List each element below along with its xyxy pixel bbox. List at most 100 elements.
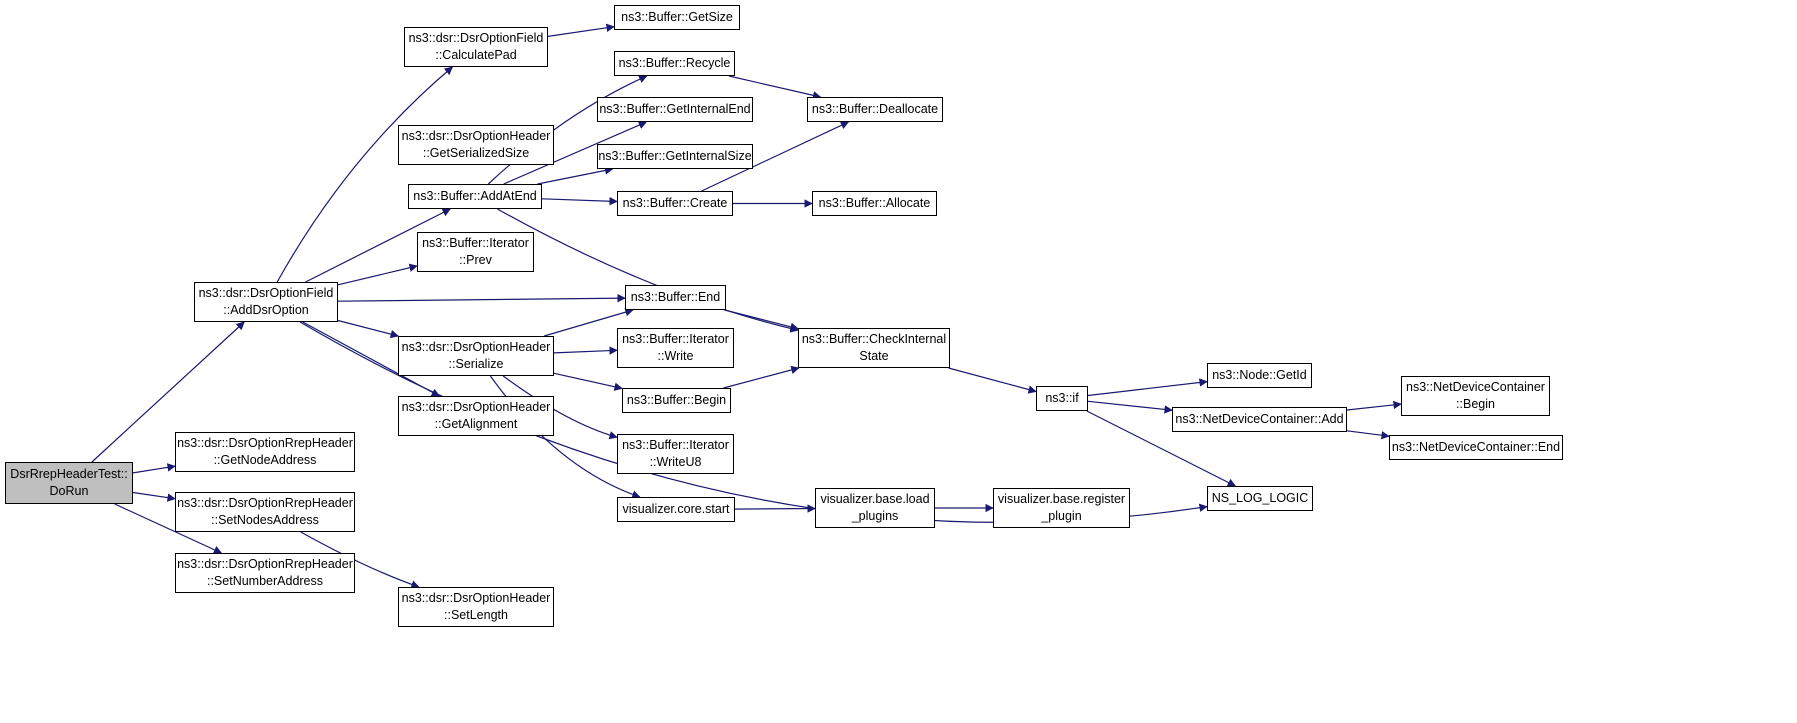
node-iter-write[interactable]: ns3::Buffer::Iterator::Write (617, 328, 734, 368)
node-label-line: ns3::dsr::DsrOptionField (408, 31, 544, 45)
node-label-line: DoRun (49, 484, 89, 498)
node-root: DsrRrepHeaderTest::DoRun (5, 462, 133, 504)
node-label-line: ns3::Buffer::Allocate (818, 196, 931, 210)
edge-setNodesAddress-to-setLength (300, 531, 420, 589)
edge-addDsrOption-to-serialize (337, 319, 400, 339)
node-ndc-add[interactable]: ns3::NetDeviceContainer::Add (1172, 407, 1347, 432)
node-load-plugins[interactable]: visualizer.base.load _plugins (815, 488, 935, 528)
edge-addDsrOption-to-addAtEnd (305, 208, 451, 283)
node-label-line: ns3::Buffer::Iterator (422, 236, 529, 250)
edge-root-to-getNodeAddress (132, 463, 176, 474)
edge-nsif-to-nsLogLogic (1086, 410, 1237, 487)
node-ndc-begin[interactable]: ns3::NetDeviceContainer::Begin (1401, 376, 1550, 416)
edge-serialize-to-begin (553, 372, 623, 391)
edge-serialize-to-end (544, 308, 634, 337)
node-label-line: ::SetNodesAddress (211, 513, 319, 527)
edge-addDsrOption-to-iterPrev (337, 263, 418, 286)
node-label-line: ::GetSerializedSize (422, 146, 530, 160)
node-label-line: ns3::dsr::DsrOptionRrepHeader (177, 557, 353, 571)
node-get-internal-end[interactable]: ns3::Buffer::GetInternalEnd (597, 97, 753, 122)
node-label-line: ns3::Buffer::AddAtEnd (413, 189, 537, 203)
edge-ndcAdd-to-ndcBegin (1346, 400, 1402, 411)
node-label-line: ns3::Buffer::CheckInternal (801, 332, 947, 346)
node-add-dsr-option[interactable]: ns3::dsr::DsrOptionField::AddDsrOption (194, 282, 338, 322)
node-label-line: ::Prev (459, 253, 492, 267)
node-get-alignment[interactable]: ns3::dsr::DsrOptionHeader::GetAlignment (398, 396, 554, 436)
node-label-line: ns3::NetDeviceContainer::End (1391, 440, 1561, 454)
node-create[interactable]: ns3::Buffer::Create (617, 191, 733, 216)
node-serialize[interactable]: ns3::dsr::DsrOptionHeader::Serialize (398, 336, 554, 376)
node-end[interactable]: ns3::Buffer::End (625, 285, 726, 310)
node-label-line: visualizer.base.load (820, 492, 930, 506)
node-get-internal-size[interactable]: ns3::Buffer::GetInternalSize (597, 144, 753, 169)
node-recycle[interactable]: ns3::Buffer::Recycle (614, 51, 735, 76)
node-get-id[interactable]: ns3::Node::GetId (1207, 363, 1312, 388)
node-label-line: ns3::Buffer::Recycle (618, 56, 731, 70)
node-label-line: ::WriteU8 (649, 455, 702, 469)
node-label-line: ::Begin (1456, 397, 1495, 411)
node-get-serialized-size[interactable]: ns3::dsr::DsrOptionHeader::GetSerialized… (398, 125, 554, 165)
node-label-line: ns3::Buffer::Create (622, 196, 728, 210)
node-label-line: ns3::dsr::DsrOptionHeader (401, 129, 551, 143)
node-label-line: ::AddDsrOption (223, 303, 309, 317)
edge-begin-to-checkInternal (723, 365, 800, 389)
node-iter-prev[interactable]: ns3::Buffer::Iterator::Prev (417, 232, 534, 272)
edge-addAtEnd-to-checkInternal (497, 208, 799, 333)
node-label-line: ::GetAlignment (434, 417, 518, 431)
node-label-line: ns3::dsr::DsrOptionHeader (401, 340, 551, 354)
node-add-at-end[interactable]: ns3::Buffer::AddAtEnd (408, 184, 542, 209)
node-label-line: ::CalculatePad (435, 48, 517, 62)
node-iter-write-u8[interactable]: ns3::Buffer::Iterator::WriteU8 (617, 434, 734, 474)
node-label-line: ns3::Buffer::Deallocate (811, 102, 939, 116)
edge-calculatePad-to-getSize (547, 23, 615, 37)
edge-root-to-setNumberAddress (114, 503, 223, 554)
node-label-line: ::GetNodeAddress (213, 453, 317, 467)
node-allocate[interactable]: ns3::Buffer::Allocate (812, 191, 937, 216)
edge-nsif-to-ndcAdd (1087, 400, 1173, 414)
node-label-line: ns3::Buffer::GetSize (621, 10, 733, 24)
node-set-number-address[interactable]: ns3::dsr::DsrOptionRrepHeader::SetNumber… (175, 553, 355, 593)
node-get-size[interactable]: ns3::Buffer::GetSize (614, 5, 740, 30)
node-label-line: visualizer.base.register (997, 492, 1126, 506)
node-nsif[interactable]: ns3::if (1036, 386, 1088, 411)
node-label-line: _plugin (1041, 509, 1082, 523)
edge-recycle-to-deallocate (728, 75, 822, 100)
node-viz-start[interactable]: visualizer.core.start (617, 497, 735, 522)
node-begin[interactable]: ns3::Buffer::Begin (622, 388, 731, 413)
node-label-line: ns3::NetDeviceContainer (1406, 380, 1545, 394)
node-set-nodes-address[interactable]: ns3::dsr::DsrOptionRrepHeader::SetNodesA… (175, 492, 355, 532)
node-label-line: ns3::dsr::DsrOptionRrepHeader (177, 496, 353, 510)
node-label-line: _plugins (851, 509, 899, 523)
edge-vizStart-to-loadPlugins (734, 504, 816, 513)
edge-end-to-checkInternal (724, 309, 799, 331)
edge-serialize-to-iterWriteU8 (502, 375, 618, 440)
edge-checkInternal-to-nsif (948, 367, 1037, 394)
node-register-plugin[interactable]: visualizer.base.register _plugin (993, 488, 1130, 528)
edge-addAtEnd-to-recycle (487, 75, 648, 185)
node-label-line: State (859, 349, 889, 363)
node-label-line: ns3::dsr::DsrOptionHeader (401, 591, 551, 605)
node-get-node-address[interactable]: ns3::dsr::DsrOptionRrepHeader::GetNodeAd… (175, 432, 355, 472)
node-ns-log-logic[interactable]: NS_LOG_LOGIC (1207, 486, 1313, 511)
node-label-line: visualizer.core.start (622, 502, 730, 516)
node-label-line: ns3::dsr::DsrOptionRrepHeader (177, 436, 353, 450)
node-label-line: ns3::Buffer::End (630, 290, 721, 304)
node-set-length[interactable]: ns3::dsr::DsrOptionHeader::SetLength (398, 587, 554, 627)
node-deallocate[interactable]: ns3::Buffer::Deallocate (807, 97, 943, 122)
edge-serialize-to-iterWrite (553, 346, 618, 355)
node-label-line: ns3::dsr::DsrOptionHeader (401, 400, 551, 414)
node-calculate-pad[interactable]: ns3::dsr::DsrOptionField::CalculatePad (404, 27, 548, 67)
node-ndc-end[interactable]: ns3::NetDeviceContainer::End (1389, 435, 1563, 460)
edge-root-to-setNodesAddress (132, 491, 176, 502)
node-label-line: ns3::if (1045, 391, 1079, 405)
edge-addDsrOption-to-calculatePad (276, 66, 454, 283)
edge-addDsrOption-to-end (337, 293, 626, 303)
edge-addAtEnd-to-create (541, 197, 618, 206)
edge-create-to-deallocate (701, 121, 850, 192)
edge-addAtEnd-to-getInternalEnd (503, 121, 648, 185)
node-label-line: ns3::dsr::DsrOptionField (198, 286, 334, 300)
edge-root-to-addDsrOption (91, 321, 245, 463)
